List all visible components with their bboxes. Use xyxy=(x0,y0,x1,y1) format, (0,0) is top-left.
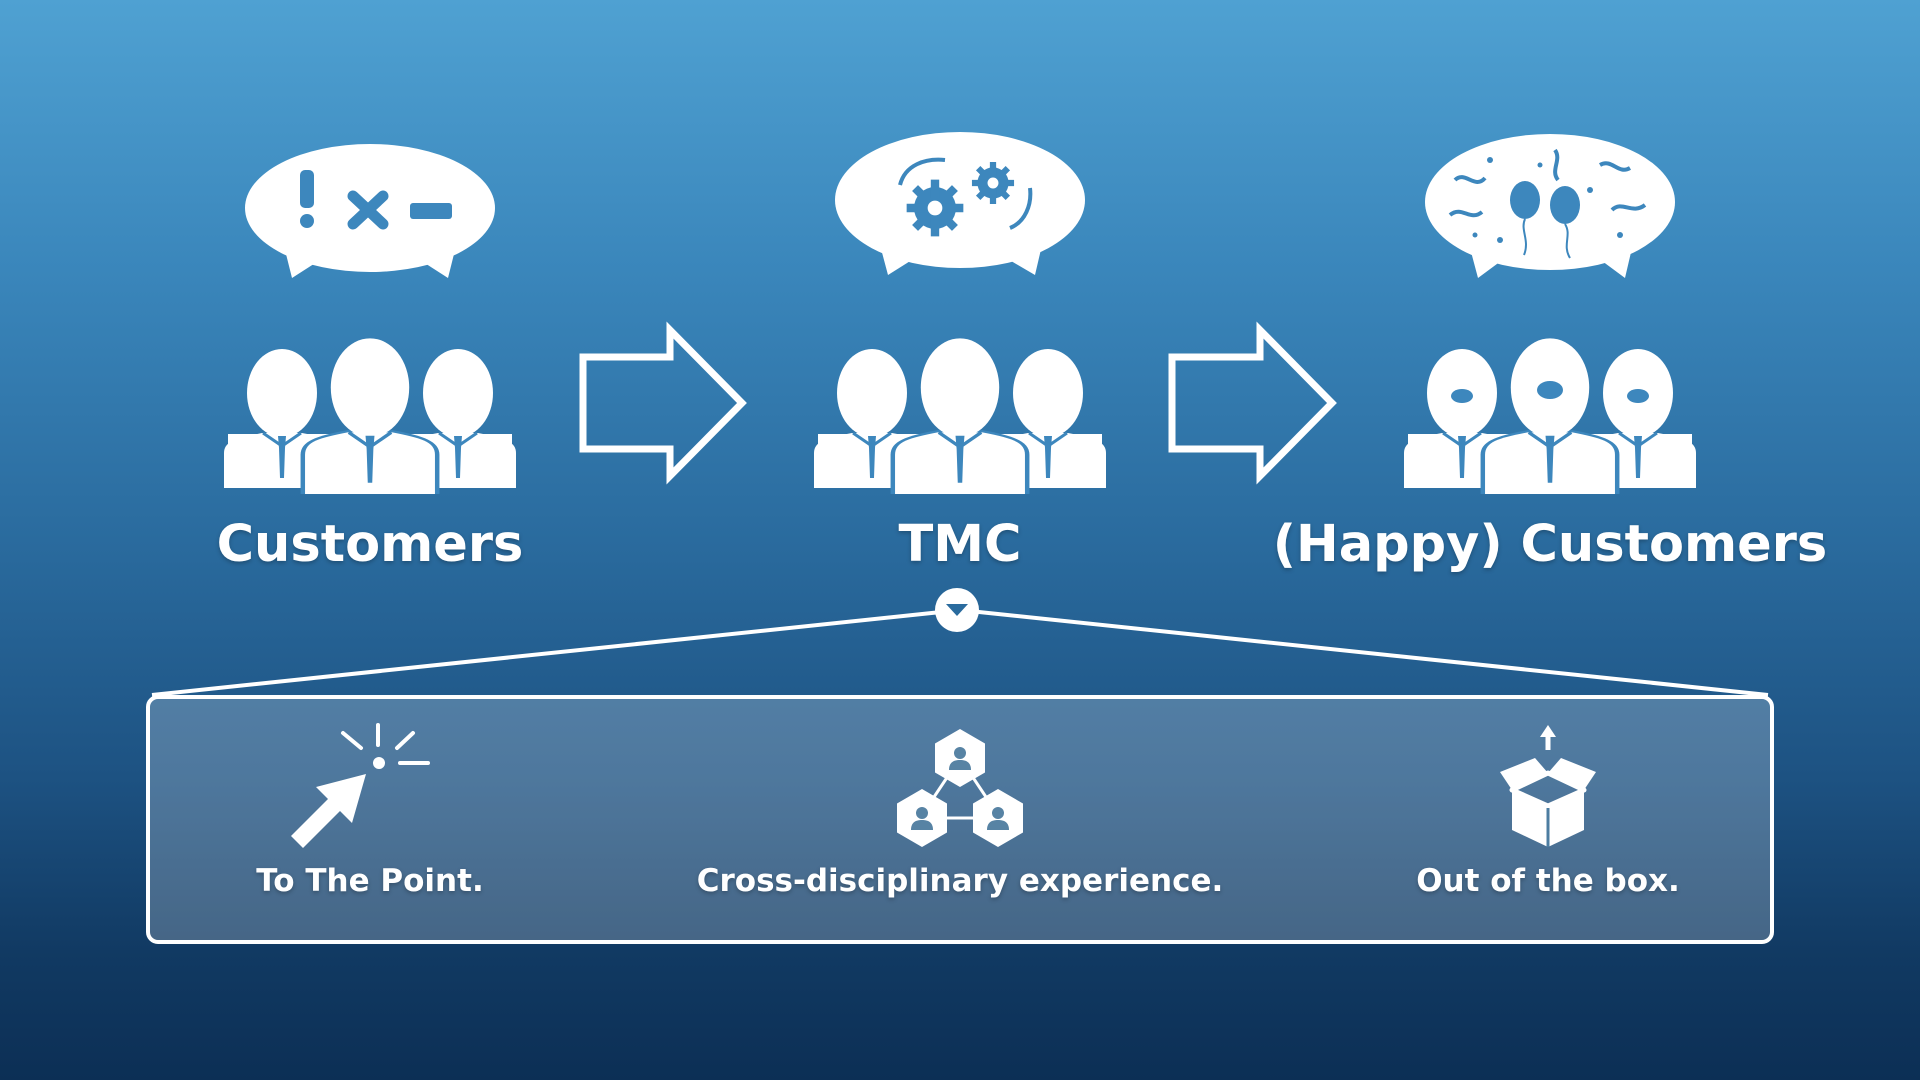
stage-customers xyxy=(224,144,516,494)
minus-icon xyxy=(410,203,452,219)
stage-label-customers: Customers xyxy=(216,515,524,574)
chevron-down-icon xyxy=(946,604,968,616)
feature-label-cross-disciplinary: Cross-disciplinary experience. xyxy=(696,863,1224,899)
network-hexagons-icon xyxy=(897,729,1023,847)
stage-happy-customers xyxy=(1404,134,1696,494)
speech-bubble-celebration xyxy=(1425,134,1675,278)
feature-label-to-the-point: To The Point. xyxy=(256,863,484,899)
stars-icon xyxy=(1472,157,1623,243)
confetti-icon xyxy=(1448,148,1647,218)
happy-business-group-icon xyxy=(1404,338,1696,494)
exclamation-icon xyxy=(300,170,314,228)
speech-bubble-thinking xyxy=(835,132,1085,275)
expand-toggle[interactable] xyxy=(935,588,979,632)
stage-label-happy-customers: (Happy) Customers xyxy=(1272,515,1828,574)
arrow-right-icon xyxy=(1168,321,1337,485)
cross-icon xyxy=(347,190,389,230)
cursor-click-icon xyxy=(291,723,430,848)
expand-connector-lines xyxy=(151,608,1769,697)
stage-tmc xyxy=(814,132,1106,494)
business-group-icon xyxy=(814,338,1106,494)
balloons-icon xyxy=(1510,181,1580,259)
feature-label-out-of-the-box: Out of the box. xyxy=(1416,863,1680,899)
business-group-icon xyxy=(224,338,516,494)
arrow-right-icon xyxy=(579,321,747,485)
speech-bubble-problems xyxy=(245,144,495,278)
stage-label-tmc: TMC xyxy=(898,515,1022,574)
open-box-icon xyxy=(1500,725,1596,847)
gears-icon xyxy=(898,157,1033,237)
